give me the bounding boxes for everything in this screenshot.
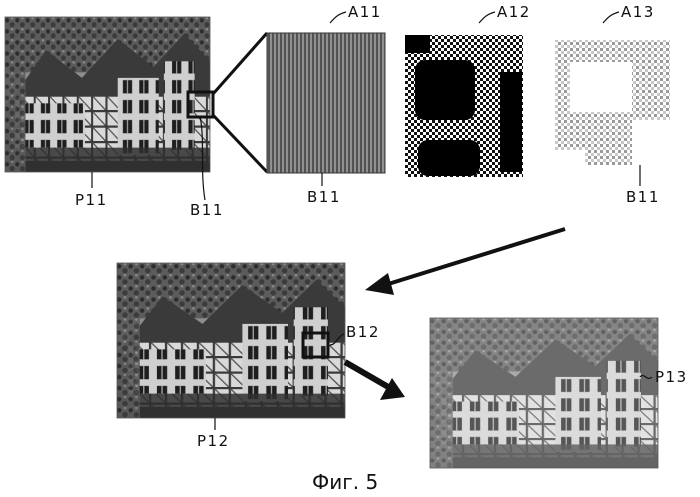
source-image-p11 xyxy=(5,17,210,172)
feature-map-a13 xyxy=(555,40,670,180)
transformed-image-p12 xyxy=(117,263,345,418)
zoom-line-bottom xyxy=(213,115,267,172)
output-image-p13 xyxy=(430,318,658,468)
leader-a13 xyxy=(603,12,619,23)
label-p11: P11 xyxy=(75,193,108,208)
label-a11: A11 xyxy=(348,5,382,20)
label-a13: A13 xyxy=(621,5,655,20)
leader-a11 xyxy=(330,12,346,23)
output-arrow xyxy=(345,362,405,400)
feature-map-a12 xyxy=(405,35,523,177)
figure-caption: Фиг. 5 xyxy=(312,472,378,492)
zoom-line-top xyxy=(213,33,267,94)
label-b12: B12 xyxy=(346,325,380,340)
leader-a12 xyxy=(479,12,495,23)
label-b11-map: B11 xyxy=(626,190,660,205)
block-b11-patch xyxy=(267,33,385,173)
label-b11-patch: B11 xyxy=(307,190,341,205)
label-b11-image: B11 xyxy=(190,203,224,218)
label-p12: P12 xyxy=(197,434,230,449)
label-a12: A12 xyxy=(497,5,531,20)
label-p13: P13 xyxy=(655,370,688,385)
transfer-arrow xyxy=(365,229,565,295)
